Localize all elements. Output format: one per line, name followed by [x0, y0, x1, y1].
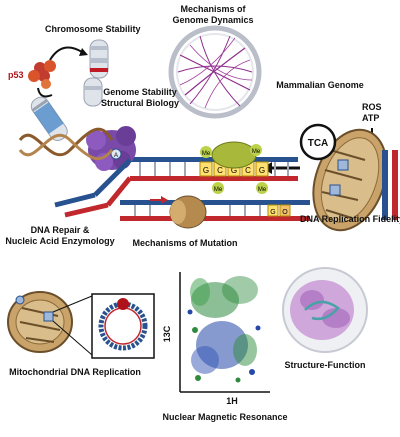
protein-structure-icon: A	[86, 126, 136, 171]
genome-dynamics-panel: Mechanisms of Genome Dynamics	[168, 4, 262, 119]
methyl-label-4: Me	[258, 187, 267, 193]
structure-function-label: Structure-Function	[285, 360, 366, 370]
nucleosome-cluster-icon	[28, 60, 56, 89]
tca-cycle-icon	[299, 123, 337, 161]
methyltransferase-icon	[211, 141, 257, 169]
dna-repair-label-2: Nucleic Acid Enzymology	[5, 236, 114, 246]
structural-biology-label-1: Genome Stability	[103, 87, 177, 97]
base-g-3: G	[259, 166, 265, 175]
base-g-2: G	[231, 166, 237, 175]
dna-helix-icon	[18, 127, 114, 157]
base-g-1: G	[203, 166, 209, 175]
chromosome-icon	[83, 39, 109, 107]
base-c-1: C	[217, 166, 223, 175]
dna-repair-label-1: DNA Repair &	[31, 225, 90, 235]
base-c-2: C	[245, 166, 251, 175]
mtdna-strand	[382, 150, 398, 220]
replication-fidelity-label: DNA Replication Fidelity	[300, 214, 400, 224]
nmr-label: Nuclear Magnetic Resonance	[162, 412, 287, 422]
nmr-spectrum-icon	[187, 276, 261, 383]
mechanisms-of-mutation-label: Mechanisms of Mutation	[132, 238, 237, 248]
nmr-x-axis-label: 1H	[226, 396, 238, 406]
atp-label: ATP	[362, 113, 379, 123]
chromosome-stability-label: Chromosome Stability	[45, 24, 141, 34]
tca-label: TCA	[308, 138, 329, 149]
base-o-label: O	[282, 209, 288, 216]
mtdna-circle-icon	[98, 301, 148, 351]
cycle-arrow-icon	[49, 46, 83, 61]
methyl-label-2: Me	[252, 149, 261, 155]
mitochondrion-icon-2	[7, 291, 73, 353]
nmr-panel: 13C 1H Nuclear Magnetic Resonance	[162, 272, 288, 422]
methyl-label-1: Me	[202, 151, 211, 157]
mitochondrial-replication-label: Mitochondrial DNA Replication	[9, 367, 141, 377]
genome-dynamics-label-2: Genome Dynamics	[172, 15, 253, 25]
mammalian-genome-label: Mammalian Genome	[276, 80, 364, 90]
polymerase-icon	[169, 195, 207, 229]
structural-biology-label-2: Structural Biology	[101, 98, 179, 108]
chromosome-stability-panel: Chromosome Stability p53	[8, 24, 141, 142]
mammalian-genome-panel: Mammalian Genome ROS ATP TCA	[262, 80, 398, 232]
base-a-label: A	[114, 153, 118, 159]
mitochondrial-replication-panel: Mitochondrial DNA Replication	[7, 291, 155, 377]
base-g-4: G	[270, 209, 275, 216]
methylation-site: G C G C G Me Me Me Me	[199, 141, 269, 194]
methyl-label-3: Me	[214, 187, 223, 193]
structure-function-panel: Structure-Function	[282, 267, 368, 370]
p53-label: p53	[8, 70, 24, 80]
nmr-y-axis-label: 13C	[162, 325, 172, 342]
ros-label: ROS	[362, 102, 382, 112]
circos-plot-icon	[168, 25, 262, 119]
chromosome-icon-2	[30, 96, 68, 142]
genome-dynamics-label-1: Mechanisms of	[180, 4, 246, 14]
dna-replication-fork: G C G C G Me Me Me Me A	[18, 126, 310, 229]
mitochondrion-icon	[312, 128, 388, 232]
